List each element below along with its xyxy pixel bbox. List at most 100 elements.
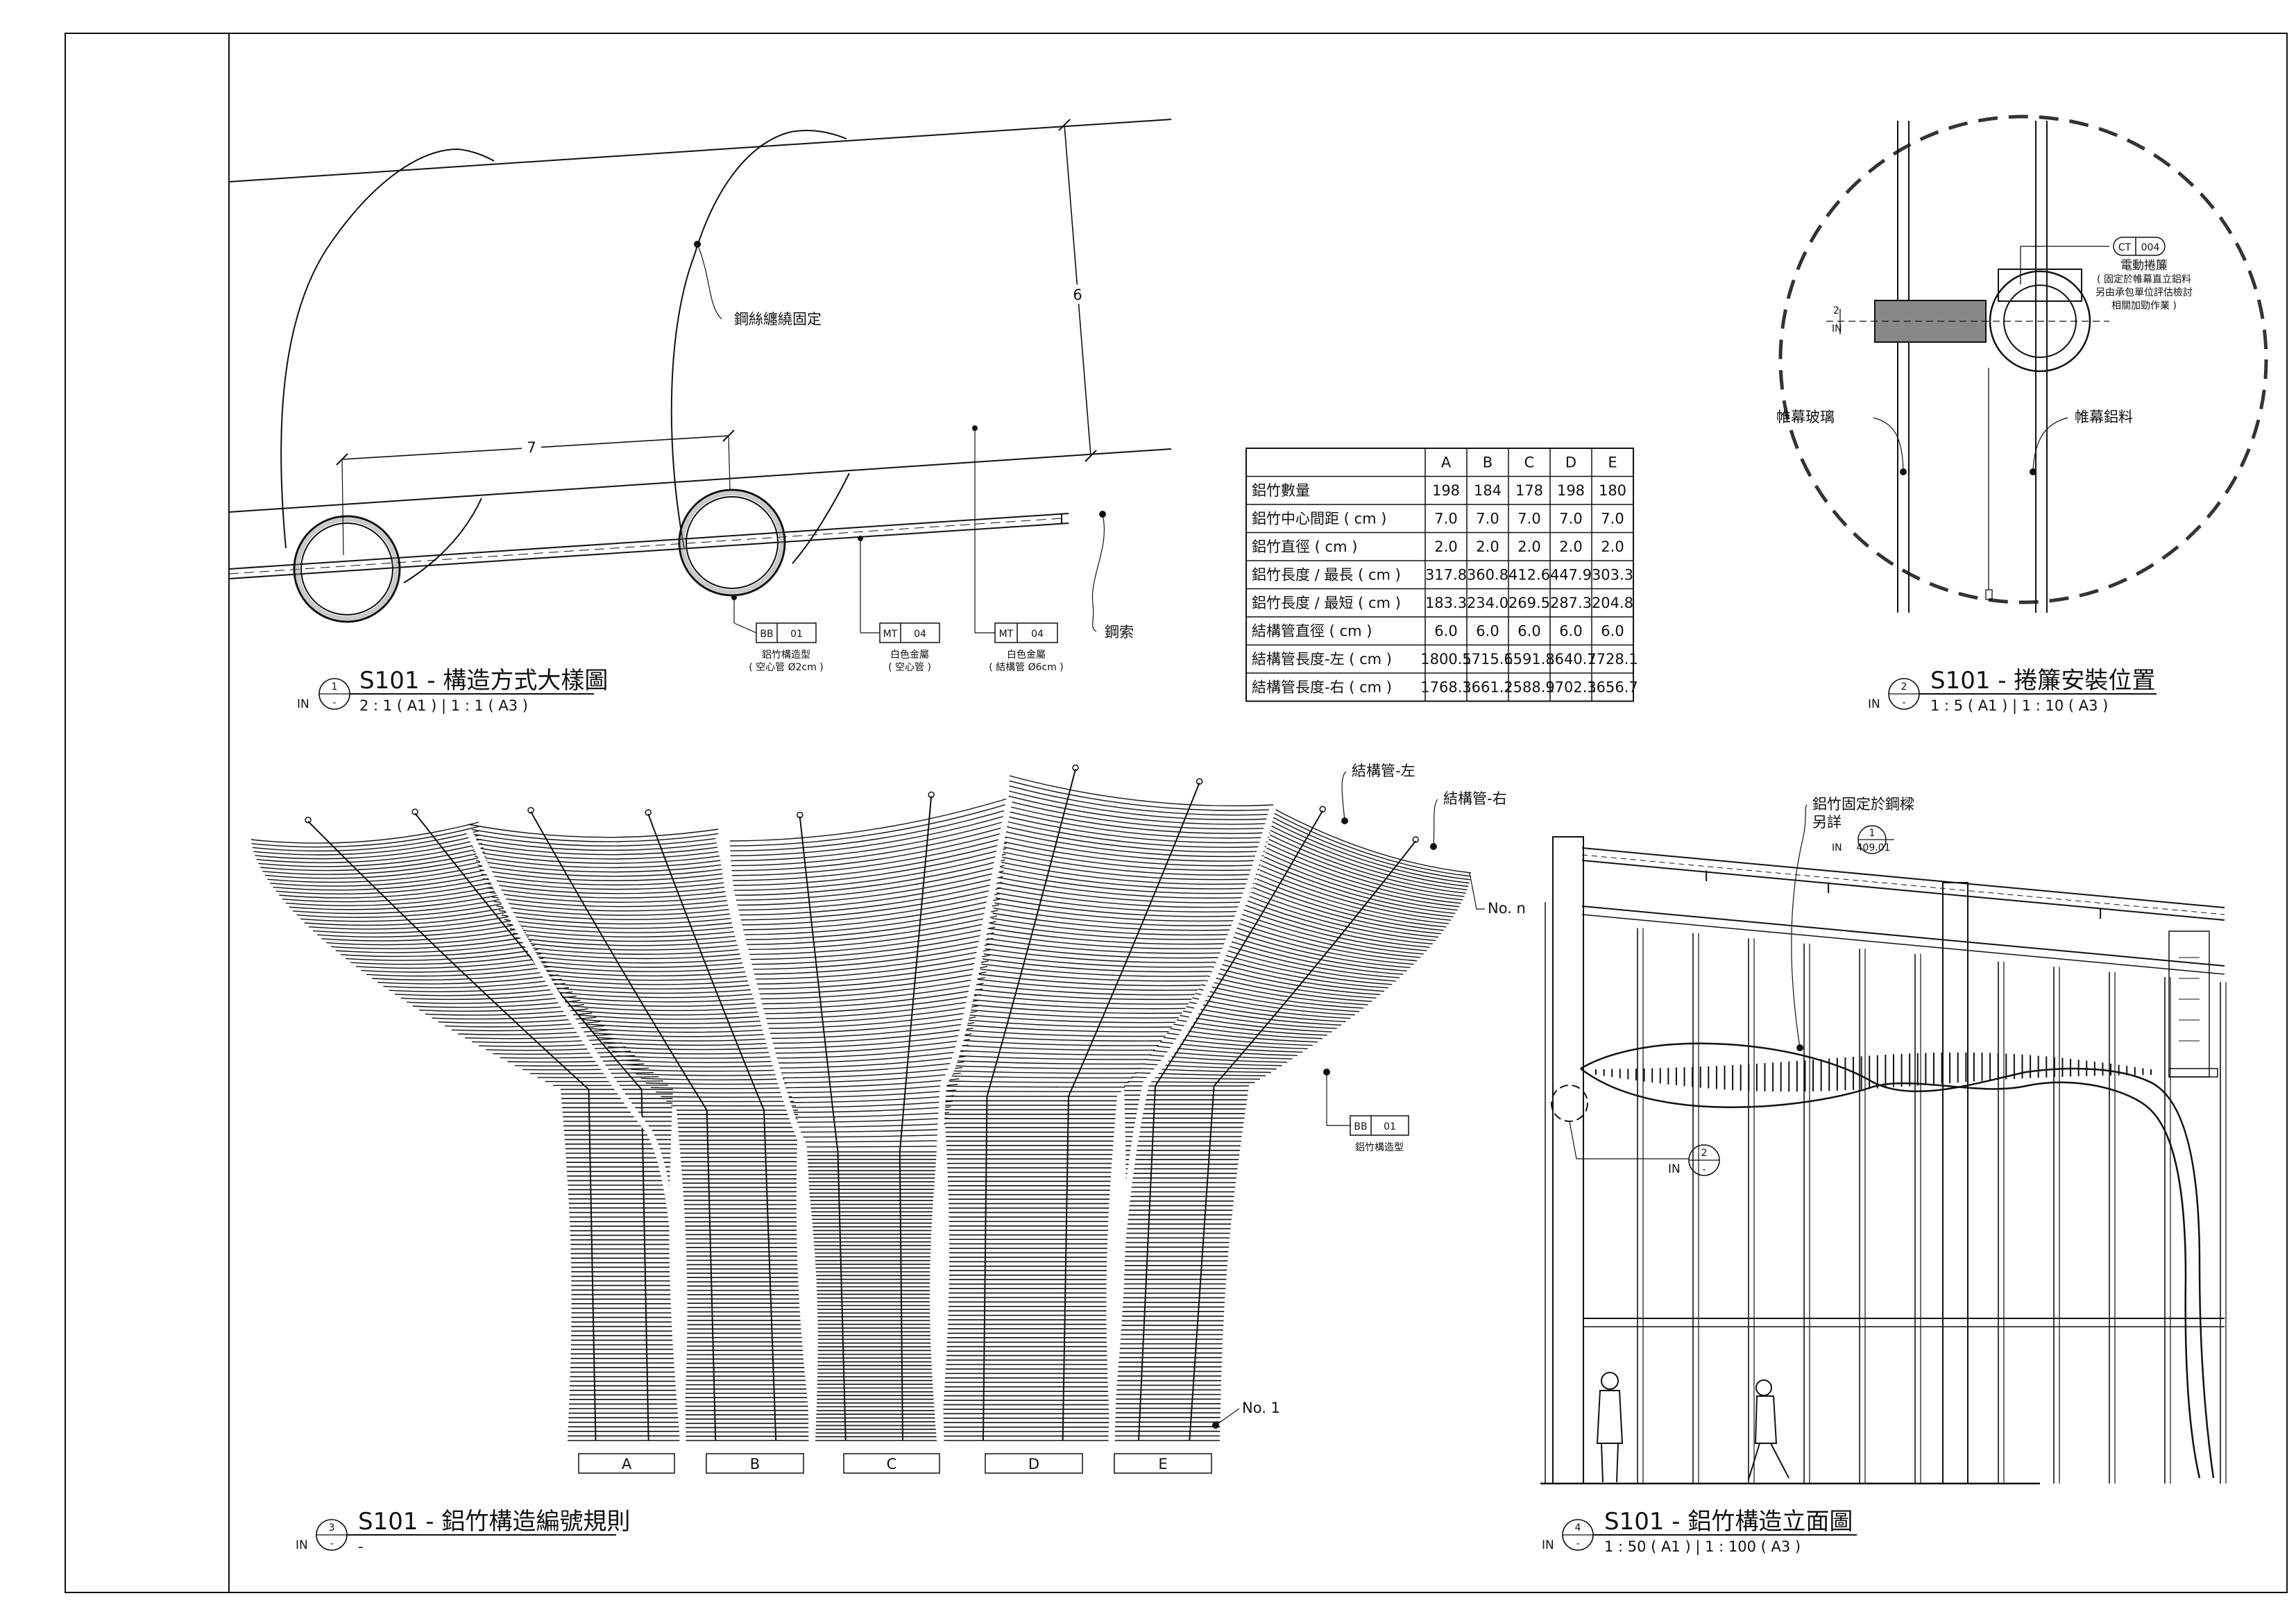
table-cell: 317.8 [1425, 567, 1467, 584]
table-row-label: 結構管長度-右 ( cm ) [1252, 679, 1392, 696]
cable-note: 鋼索 [1105, 624, 1134, 640]
table-cell: 2.0 [1517, 538, 1540, 555]
view3-number: 3 [329, 1522, 335, 1533]
tube-left-label: 結構管-左 [1352, 763, 1415, 779]
fix-note-line1: 鋁竹固定於鋼樑 [1812, 796, 1914, 813]
detail-3-numbering-rule: 結構管-左 結構管-右 No. n No. 1 BB 01 鋁竹構造型 A B … [250, 763, 1526, 1474]
tag-mt-line1: 白色金屬 [890, 649, 929, 661]
zone-b-label: B [750, 1456, 760, 1472]
zone-d-label: D [1028, 1456, 1039, 1472]
alu-label: 帷幕鋁料 [2075, 409, 2133, 425]
table-row-label: 結構管直徑 ( cm ) [1252, 623, 1372, 640]
view-title-1: 1 - IN S101 - 構造方式大樣圖 2 : 1 ( A1 ) | 1 :… [297, 667, 608, 715]
table-cell: 6.0 [1601, 623, 1624, 640]
curtain-mullions [1637, 928, 2227, 1484]
zone-gaps [465, 797, 1277, 1444]
detail-4-elevation: I I I [1540, 796, 2227, 1485]
i-section-1-icon: I [1704, 868, 1708, 885]
ref-sheet: IN [1832, 842, 1842, 853]
view4-title: S101 - 鋁竹構造立面圖 [1604, 1508, 1853, 1536]
tag-bb-line1: 鋁竹構造型 [762, 649, 810, 661]
table-cell: 1800.5 [1420, 651, 1471, 668]
table-cell: 1640.7 [1545, 651, 1596, 668]
view1-title: S101 - 構造方式大樣圖 [359, 667, 608, 695]
d3-tag-text: 鋁竹構造型 [1355, 1142, 1404, 1153]
view3-scale: - [358, 1538, 364, 1555]
d3-tag-code: BB [1354, 1121, 1367, 1132]
view-title-3: 3 - IN S101 - 鋁竹構造編號規則 - [296, 1508, 630, 1555]
ref-code: 409.01 [1857, 842, 1891, 853]
fix-note-line2: 另詳 [1812, 814, 1842, 831]
table-cell: 180 [1599, 482, 1626, 499]
ladder [2168, 931, 2218, 1078]
view1-number: 1 [332, 681, 338, 692]
table-cell: 184 [1474, 482, 1502, 499]
glass-label: 帷幕玻璃 [1776, 409, 1835, 425]
wire-fix-note: 鋼絲纏繞固定 [734, 311, 822, 328]
table-cell: 234.0 [1467, 595, 1508, 611]
table-cell: 303.3 [1592, 567, 1633, 584]
table-row-label: 鋁竹長度 / 最長 ( cm ) [1252, 567, 1401, 584]
table-cell: 1702.3 [1545, 679, 1596, 696]
table-row-label: 鋁竹數量 [1252, 482, 1310, 499]
table-cell: 178 [1515, 482, 1543, 499]
table-cell: 6.0 [1476, 623, 1499, 640]
view4-sheet: IN [1542, 1538, 1554, 1552]
table-cell: 360.8 [1467, 567, 1508, 584]
table-cell: 198 [1557, 482, 1585, 499]
table-cell: 2.0 [1476, 538, 1499, 555]
callout2-number: 2 [1701, 1148, 1708, 1159]
blind-note-1: ( 固定於帷幕直立鋁料 [2097, 273, 2191, 285]
view2-title: S101 - 捲簾安裝位置 [1930, 667, 2155, 695]
tag-mt2-line1: 白色金屬 [1007, 649, 1046, 661]
table-cell: 1591.8 [1504, 651, 1554, 668]
d3-tag-num: 01 [1384, 1121, 1396, 1132]
view2-sheet: IN [1868, 697, 1880, 711]
tag-bb-line2: ( 空心管 Ø2cm ) [749, 662, 824, 673]
table-cell: 1715.6 [1462, 651, 1513, 668]
table-header-cell: A [1441, 454, 1452, 471]
table-cell: 204.8 [1592, 595, 1633, 611]
table-cell: 1768.3 [1420, 679, 1471, 696]
ct-tag-code: CT [2118, 242, 2132, 253]
table-cell: 6.0 [1517, 623, 1540, 640]
table-cell: 7.0 [1559, 511, 1582, 527]
view2-dash: - [1902, 697, 1905, 708]
view4-number: 4 [1575, 1522, 1581, 1533]
callout2-dash: - [1702, 1164, 1706, 1175]
tag-bb-code: BB [760, 629, 773, 640]
table-row-label: 鋁竹長度 / 最短 ( cm ) [1252, 595, 1401, 611]
table-cell: 1728.1 [1587, 651, 1638, 668]
table-cell: 7.0 [1517, 511, 1540, 527]
view3-title: S101 - 鋁竹構造編號規則 [358, 1508, 630, 1536]
view4-scale: 1 : 50 ( A1 ) | 1 : 100 ( A3 ) [1604, 1538, 1801, 1556]
section-mark-number: 2 [1833, 305, 1839, 316]
tube-right-label: 結構管-右 [1443, 790, 1507, 807]
table-cell: 7.0 [1434, 511, 1457, 527]
blind-note-2: 另由承包單位評估檢討 [2095, 287, 2193, 298]
table-row-label: 結構管長度-左 ( cm ) [1252, 651, 1392, 668]
table-cell: 1661.2 [1462, 679, 1513, 696]
table-row-label: 鋁竹中心間距 ( cm ) [1252, 511, 1386, 527]
section-mark-sheet: IN [1832, 323, 1842, 334]
table-cell: 6.0 [1559, 623, 1582, 640]
ref-number: 1 [1869, 828, 1876, 839]
zone-a-label: A [622, 1456, 632, 1472]
human-figure-walking-icon [1748, 1379, 1789, 1480]
table-cell: 412.6 [1508, 567, 1550, 584]
tag-mt-code: MT [883, 629, 898, 640]
blind-note-3: 相關加勁作業 ) [2111, 300, 2177, 312]
table-cell: 6.0 [1434, 623, 1457, 640]
table-cell: 7.0 [1476, 511, 1499, 527]
table-cell: 2.0 [1559, 538, 1582, 555]
view3-dash: - [330, 1538, 333, 1549]
detail-2-blind-position: 2 IN CT 004 電動捲簾 ( 固定於帷幕直立鋁料 另由承包單位評估檢討 … [1776, 114, 2268, 613]
view3-sheet: IN [296, 1538, 308, 1552]
tag-mt2-num: 04 [1031, 629, 1044, 640]
ct-tag-num: 004 [2141, 242, 2160, 253]
table-cell: 1656.7 [1587, 679, 1638, 696]
no-n-label: No. n [1488, 900, 1526, 917]
table-cell: 7.0 [1601, 511, 1624, 527]
table-header-cell: D [1565, 454, 1576, 471]
